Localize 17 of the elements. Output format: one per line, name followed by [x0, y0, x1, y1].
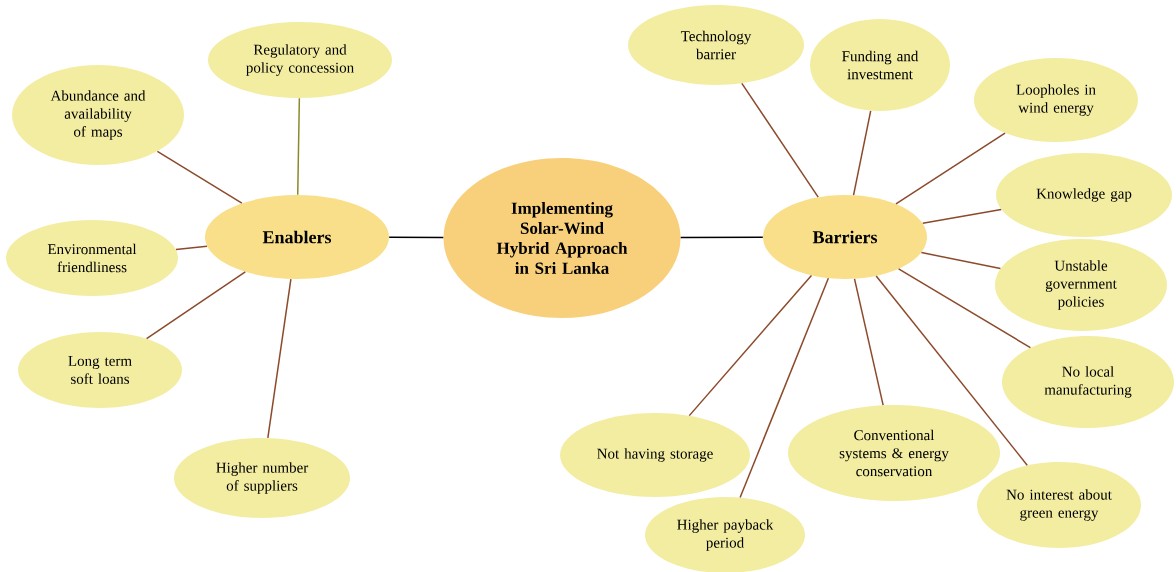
connector-line [920, 251, 1002, 270]
connector-line [267, 278, 292, 439]
connector-line [741, 82, 819, 198]
connector-line [156, 150, 243, 204]
connector-line [739, 277, 830, 499]
connector-line [853, 278, 884, 406]
connector-line [388, 236, 445, 239]
connector-line [679, 236, 764, 239]
connector-line [175, 245, 208, 251]
connector-line [688, 274, 813, 417]
connector-line [895, 132, 1006, 205]
connector-line [897, 268, 1032, 349]
connector-line [875, 275, 1028, 466]
connector-line [922, 208, 1002, 225]
connector-line [145, 271, 246, 340]
connector-line [296, 97, 301, 196]
connector-line [852, 110, 872, 196]
